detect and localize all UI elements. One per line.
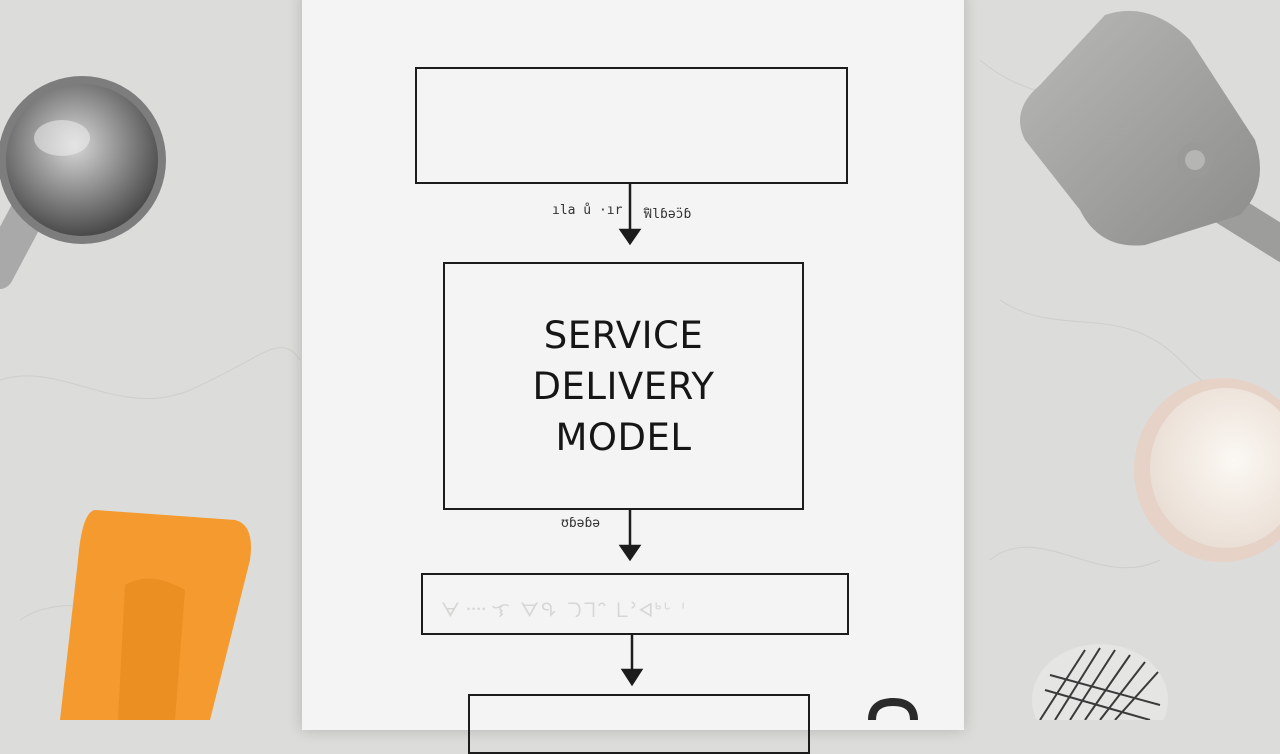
title-line-3: MODEL [555, 415, 692, 459]
binder-clip-image [868, 697, 918, 720]
title-line-1: SERVICE [543, 313, 704, 357]
flowchart-arrows [618, 184, 918, 720]
twine-ball-image [1032, 644, 1168, 720]
metal-spatula-image [1020, 10, 1280, 263]
paper-sheet [302, 0, 964, 730]
title-line-2: DELIVERY [532, 364, 715, 408]
background-props [0, 0, 1280, 720]
measuring-cup-image [0, 76, 166, 290]
arrow-2-head [618, 544, 642, 562]
bowl-image [1134, 378, 1280, 562]
arrow-label-left: ıla ů ·ır [552, 203, 623, 218]
arrow-label-second: ʊɓəɓə [561, 516, 601, 531]
flowchart-top-box [415, 67, 848, 184]
arrow-1-head [618, 228, 642, 246]
arrow-3-head [620, 668, 644, 687]
third-box-faint-text: ᗄ᠁ ᜎ ᗊᕴ ᘄᒣᐢ ᒪᐣᐊᒃᒡ ᑊ [441, 598, 687, 622]
flowchart-third-box [421, 573, 849, 635]
main-box-title: SERVICE DELIVERY MODEL [532, 310, 714, 463]
flowchart-main-box: SERVICE DELIVERY MODEL [443, 262, 804, 510]
orange-spatula-image [60, 510, 251, 720]
arrow-label-right: ฟิlɓəɔ̈ɓ [643, 207, 692, 222]
